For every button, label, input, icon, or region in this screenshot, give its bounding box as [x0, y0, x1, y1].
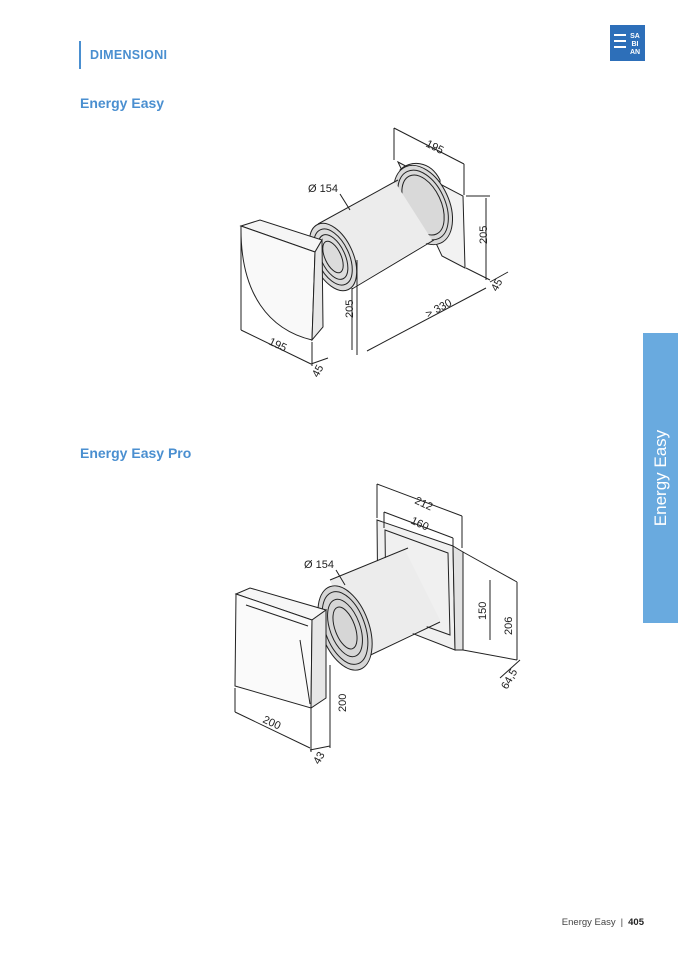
dim-diameter: Ø 154 — [308, 183, 338, 195]
dim-height-back: 205 — [478, 226, 490, 244]
page-number: 405 — [628, 917, 644, 928]
side-tab-label: Energy Easy — [650, 429, 670, 527]
dim-width-front-pro: 200 — [261, 714, 283, 733]
product-title-energy-easy-pro: Energy Easy Pro — [80, 445, 192, 461]
dim-thickness-back-pro: 64,5 — [499, 667, 520, 692]
dim-height-inner: 150 — [477, 602, 489, 620]
svg-text:AN: AN — [630, 49, 640, 56]
dim-thickness-front: 45 — [310, 363, 326, 379]
footer-separator: | — [620, 917, 624, 928]
dim-thickness-back: 45 — [489, 277, 505, 293]
dim-thickness-front-pro: 43 — [311, 750, 328, 767]
dim-diameter-pro: Ø 154 — [304, 559, 334, 571]
dim-height-front-pro: 200 — [337, 694, 349, 712]
dim-height-front: 205 — [344, 300, 356, 318]
dim-width-outer: 212 — [413, 495, 435, 514]
side-tab: Energy Easy — [643, 333, 678, 623]
dim-width-inner: 160 — [409, 515, 431, 534]
dim-height-outer: 206 — [503, 617, 515, 635]
section-heading: DIMENSIONI — [90, 48, 168, 62]
page-footer: Energy Easy | 405 — [562, 917, 644, 928]
brand-logo: SA BI AN — [610, 25, 645, 61]
svg-text:SA: SA — [630, 33, 640, 40]
header-accent-bar — [79, 41, 81, 69]
svg-text:BI: BI — [632, 41, 639, 48]
footer-product-name: Energy Easy — [561, 917, 616, 928]
product-title-energy-easy: Energy Easy — [80, 95, 165, 111]
